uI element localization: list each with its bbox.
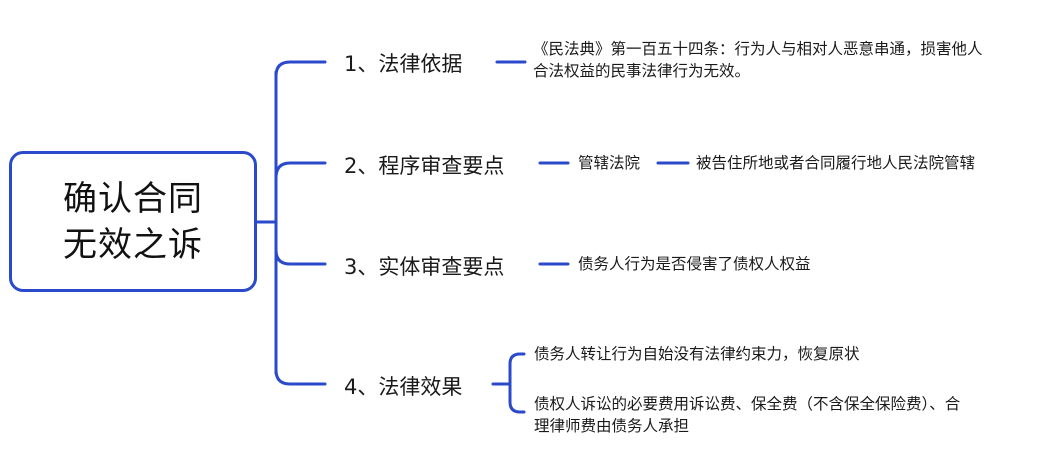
- leaf-text-line: 债务人转让行为自始没有法律约束力，恢复原状: [534, 345, 860, 363]
- root-node[interactable]: 确认合同 无效之诉: [9, 151, 257, 292]
- leaf-creditor-rights[interactable]: 债务人行为是否侵害了债权人权益: [578, 255, 811, 273]
- node-jurisdiction-court[interactable]: 管辖法院: [578, 154, 641, 172]
- leaf-civil-code-article[interactable]: 《民法典》第一百五十四条：行为人与相对人恶意串通，损害他人 合法权益的民事法律行…: [533, 38, 983, 82]
- branch-legal-basis[interactable]: 1、法律依据: [344, 52, 463, 76]
- leaf-litigation-costs[interactable]: 债权人诉讼的必要费用诉讼费、保全费（不含保全保险费）、合 理律师费由债务人承担: [534, 393, 960, 437]
- leaf-restore-original[interactable]: 债务人转让行为自始没有法律约束力，恢复原状: [534, 343, 860, 365]
- branch-substantive-review[interactable]: 3、实体审查要点: [344, 255, 505, 279]
- branch-procedural-review[interactable]: 2、程序审查要点: [344, 154, 505, 178]
- leaf-text-line: 合法权益的民事法律行为无效。: [533, 62, 751, 80]
- leaf-jurisdiction-rule[interactable]: 被告住所地或者合同履行地人民法院管辖: [696, 154, 976, 172]
- root-title-line1: 确认合同: [63, 178, 203, 219]
- leaf-text-line: 债权人诉讼的必要费用诉讼费、保全费（不含保全保险费）、合: [534, 395, 961, 413]
- root-title-line2: 无效之诉: [63, 224, 203, 265]
- leaf-text-line: 《民法典》第一百五十四条：行为人与相对人恶意串通，损害他人: [533, 40, 983, 58]
- branch-legal-effect[interactable]: 4、法律效果: [344, 375, 463, 399]
- leaf-text-line: 理律师费由债务人承担: [534, 417, 690, 435]
